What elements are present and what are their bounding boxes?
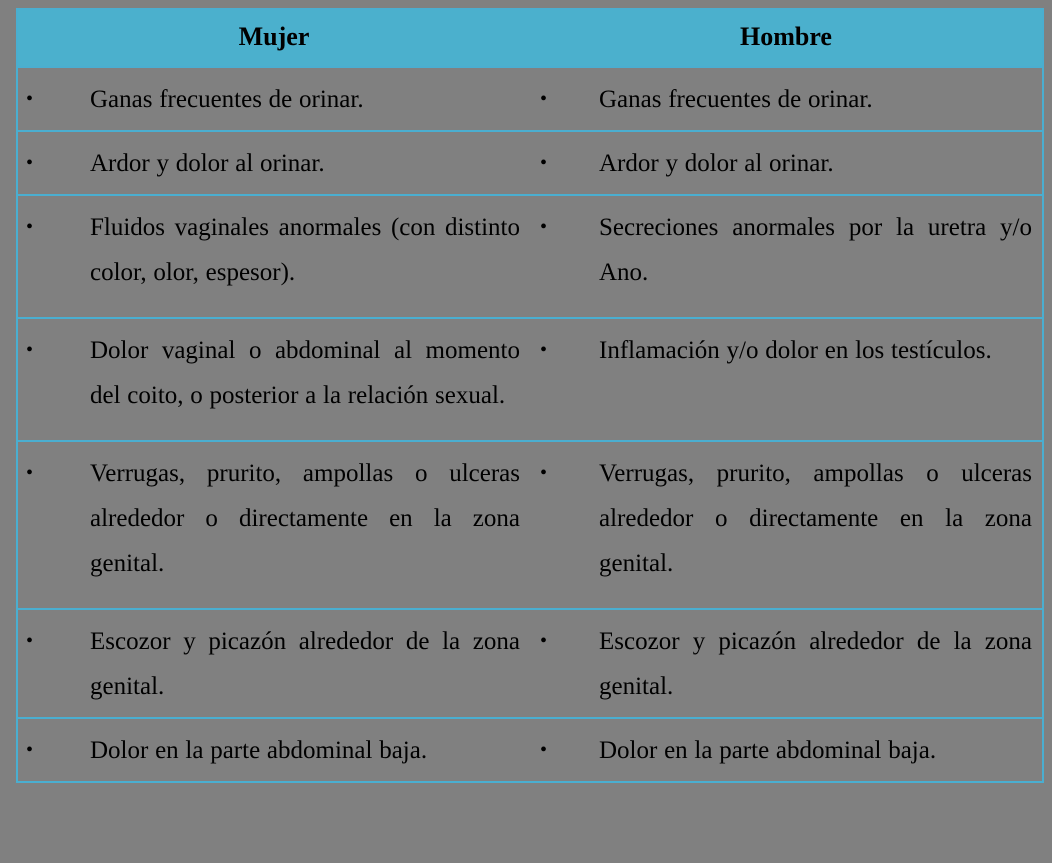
cell-mujer: • Fluidos vaginales anormales (con disti… (17, 194, 530, 318)
bullet-icon: • (540, 88, 548, 110)
cell-mujer: • Ardor y dolor al orinar. (17, 130, 530, 195)
symptom-text: Ardor y dolor al orinar. (599, 150, 834, 177)
symptom-text: Dolor en la parte abdominal baja. (599, 737, 937, 764)
cell-hombre: • Inflamación y/o dolor en los testículo… (530, 317, 1043, 441)
table-body: • Ganas frecuentes de orinar. • Ganas fr… (17, 67, 1043, 782)
table-row: • Escozor y picazón alrededor de la zona… (17, 608, 1043, 718)
table-header-row: Mujer Hombre (17, 9, 1043, 68)
cell-hombre: • Verrugas, prurito, ampollas o ulceras … (530, 440, 1043, 609)
cell-hombre: • Dolor en la parte abdominal baja. (530, 717, 1043, 782)
cell-mujer: • Verrugas, prurito, ampollas o ulceras … (17, 440, 530, 609)
symptom-text: Verrugas, prurito, ampollas o ulceras al… (599, 460, 1032, 577)
table-row: • Ganas frecuentes de orinar. • Ganas fr… (17, 67, 1043, 131)
cell-mujer: • Dolor vaginal o abdominal al momento d… (17, 317, 530, 441)
bullet-icon: • (26, 339, 34, 361)
symptom-text: Escozor y picazón alrededor de la zona g… (599, 628, 1032, 700)
symptom-text: Dolor vaginal o abdominal al momento del… (90, 337, 520, 409)
symptom-text: Ardor y dolor al orinar. (90, 150, 325, 177)
symptom-text: Inflamación y/o dolor en los testículos. (599, 337, 992, 364)
bullet-icon: • (26, 739, 34, 761)
table-row: • Verrugas, prurito, ampollas o ulceras … (17, 440, 1043, 609)
bullet-icon: • (26, 462, 34, 484)
symptom-text: Escozor y picazón alrededor de la zona g… (90, 628, 520, 700)
bullet-icon: • (26, 88, 34, 110)
cell-mujer: • Dolor en la parte abdominal baja. (17, 717, 530, 782)
bullet-icon: • (540, 339, 548, 361)
symptom-text: Secreciones anormales por la uretra y/o … (599, 214, 1032, 286)
symptoms-comparison-table: Mujer Hombre • Ganas frecuentes de orina… (16, 8, 1044, 783)
cell-hombre: • Escozor y picazón alrededor de la zona… (530, 608, 1043, 718)
cell-mujer: • Escozor y picazón alrededor de la zona… (17, 608, 530, 718)
symptom-text: Verrugas, prurito, ampollas o ulceras al… (90, 460, 520, 577)
column-header-hombre: Hombre (530, 9, 1043, 68)
bullet-icon: • (540, 739, 548, 761)
bullet-icon: • (26, 216, 34, 238)
cell-hombre: • Secreciones anormales por la uretra y/… (530, 194, 1043, 318)
column-header-mujer: Mujer (17, 9, 530, 68)
table-row: • Dolor vaginal o abdominal al momento d… (17, 317, 1043, 441)
bullet-icon: • (540, 630, 548, 652)
cell-hombre: • Ardor y dolor al orinar. (530, 130, 1043, 195)
bullet-icon: • (540, 216, 548, 238)
bullet-icon: • (26, 630, 34, 652)
bullet-icon: • (540, 152, 548, 174)
table-row: • Fluidos vaginales anormales (con disti… (17, 194, 1043, 318)
table-row: • Dolor en la parte abdominal baja. • Do… (17, 717, 1043, 782)
symptom-text: Fluidos vaginales anormales (con distint… (90, 214, 520, 286)
symptom-text: Ganas frecuentes de orinar. (90, 86, 364, 113)
bullet-icon: • (26, 152, 34, 174)
symptom-text: Dolor en la parte abdominal baja. (90, 737, 428, 764)
bullet-icon: • (540, 462, 548, 484)
cell-mujer: • Ganas frecuentes de orinar. (17, 67, 530, 131)
table-header: Mujer Hombre (17, 9, 1043, 68)
table-row: • Ardor y dolor al orinar. • Ardor y dol… (17, 130, 1043, 195)
cell-hombre: • Ganas frecuentes de orinar. (530, 67, 1043, 131)
symptom-text: Ganas frecuentes de orinar. (599, 86, 873, 113)
